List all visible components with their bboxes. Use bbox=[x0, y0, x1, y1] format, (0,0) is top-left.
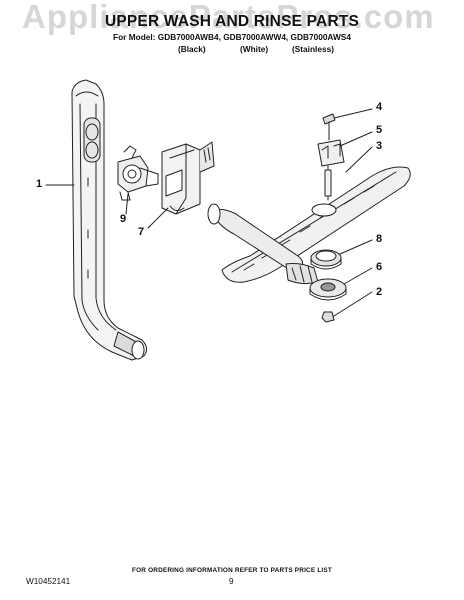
callout-3: 3 bbox=[376, 140, 383, 152]
variant-white: (White) bbox=[240, 44, 269, 54]
ordering-note: FOR ORDERING INFORMATION REFER TO PARTS … bbox=[132, 567, 332, 574]
callout-8: 8 bbox=[376, 233, 383, 245]
page-title: UPPER WASH AND RINSE PARTS bbox=[104, 13, 360, 30]
leader-9 bbox=[125, 193, 129, 215]
leader-2 bbox=[333, 291, 373, 317]
page-number: 9 bbox=[229, 577, 234, 586]
callout-7: 7 bbox=[138, 226, 145, 238]
part-4-screw bbox=[322, 113, 336, 141]
part-5-arm-mount bbox=[317, 139, 345, 201]
leader-8 bbox=[339, 239, 373, 255]
document-number: W10452141 bbox=[26, 577, 71, 586]
part-6-hub bbox=[309, 278, 347, 301]
callout-1: 1 bbox=[36, 178, 43, 190]
callout-6: 6 bbox=[376, 261, 383, 273]
part-9-valve bbox=[117, 145, 159, 201]
leader-4 bbox=[333, 108, 373, 119]
variant-black: (Black) bbox=[178, 44, 206, 54]
model-line: For Model: GDB7000AWB4, GDB7000AWW4, GDB… bbox=[113, 32, 351, 42]
callout-5: 5 bbox=[376, 124, 383, 136]
part-3-spray-arm bbox=[207, 166, 411, 285]
callout-4: 4 bbox=[376, 101, 383, 113]
part-8-bearing-ring bbox=[310, 249, 342, 270]
callout-2: 2 bbox=[376, 286, 383, 298]
part-7-bracket bbox=[161, 141, 215, 215]
variant-stainless: (Stainless) bbox=[292, 44, 334, 54]
part-2-nut bbox=[321, 311, 335, 323]
leader-3 bbox=[345, 146, 373, 173]
callout-9: 9 bbox=[120, 213, 127, 225]
leader-7 bbox=[147, 207, 169, 229]
leader-6 bbox=[343, 267, 373, 285]
watermark: AppliancePartsPros.com bbox=[22, 0, 435, 35]
part-1-manifold bbox=[71, 79, 148, 361]
leader-5 bbox=[339, 131, 373, 147]
